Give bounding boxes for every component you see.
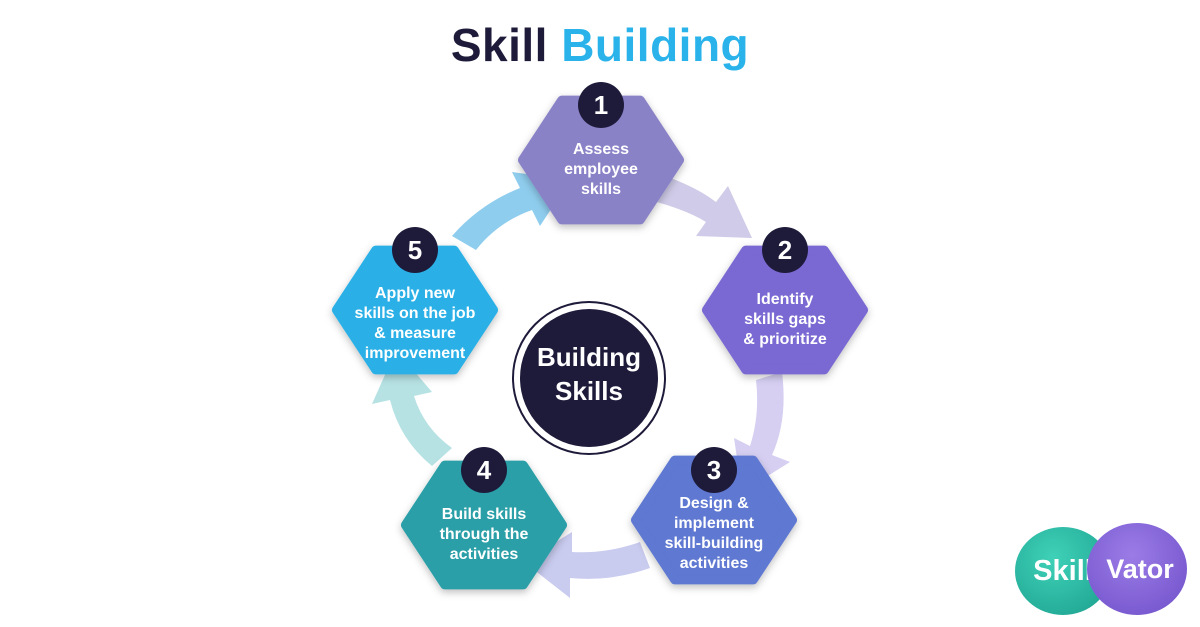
step-1-badge [578,82,624,128]
title-word-skill: Skill [450,19,548,71]
step-3-label-line: implement [674,515,755,532]
step-2-hexagon [702,245,868,375]
center-circle [520,309,658,447]
arrow-3-to-4 [524,532,650,598]
step-1-label-line: Assess [573,141,629,158]
step-4-label-line: activities [450,546,519,563]
step-1-label-line: skills [581,181,621,198]
step-5-number: 5 [408,235,422,265]
step-3-hexagon [631,455,797,585]
step-2-badge [762,227,808,273]
page-title: Skill Building [0,18,1200,72]
step-3-number: 3 [707,455,721,485]
step-4-label-line: Build skills [442,506,527,523]
step-4-badge [461,447,507,493]
step-5-badge [392,227,438,273]
step-5-label-line: Apply new [375,285,456,302]
step-1-label-line: employee [564,161,638,178]
step-1-number: 1 [594,90,608,120]
step-4-label-line: through the [440,526,529,543]
step-3-label-line: activities [680,555,749,572]
step-2-number: 2 [778,235,792,265]
step-2-label-line: Identify [757,291,814,308]
step-3-badge [691,447,737,493]
step-1-hexagon [518,95,684,225]
center-ring [512,301,666,455]
center-label-line1: Building [537,342,641,372]
step-4-number: 4 [477,455,492,485]
step-2-label-line: skills gaps [744,311,826,328]
title-word-building: Building [561,19,750,71]
step-3-label-line: Design & [679,495,749,512]
step-5-hexagon [332,245,498,375]
step-5-label-line: & measure [374,325,456,342]
step-4-hexagon [401,460,567,590]
step-2-label-line: & prioritize [743,331,827,348]
center-hub: Building Skills [512,301,666,455]
logo-bubble-vator: Vator [1087,523,1187,615]
step-5-label-line: improvement [365,345,466,362]
arrow-4-to-5 [372,350,452,466]
skillvator-logo: Skill Vator [1015,523,1190,618]
center-label-line2: Skills [555,376,623,406]
step-3-label-line: skill-building [665,535,764,552]
step-5-label-line: skills on the job [355,305,476,322]
